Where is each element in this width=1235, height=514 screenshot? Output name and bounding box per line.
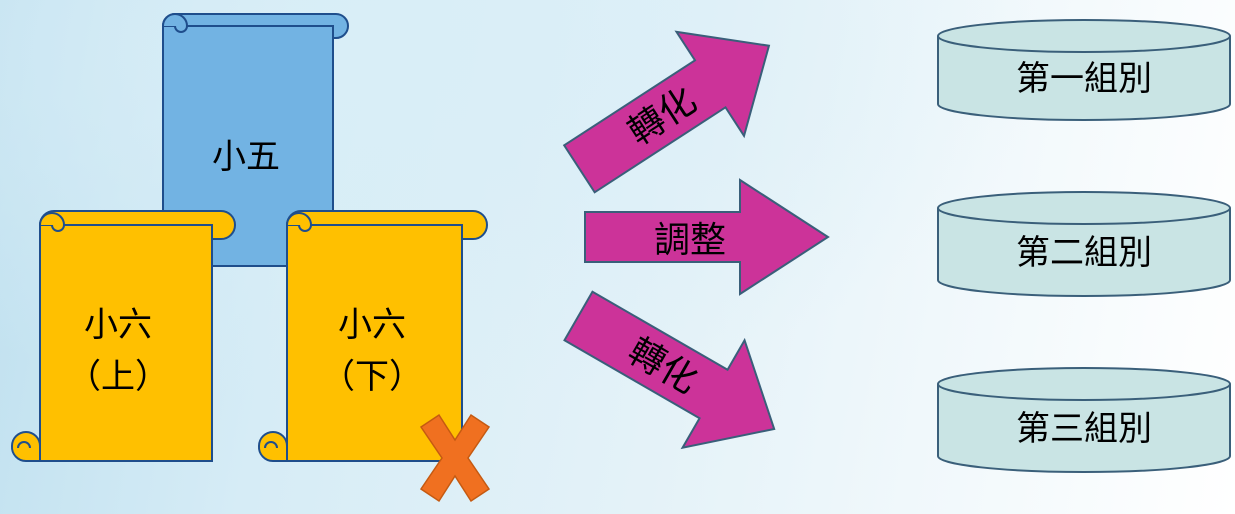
cross-mark-icon — [419, 413, 491, 503]
group-3-label: 第三組別 — [1016, 409, 1152, 449]
arrow-upper: 轉化 — [562, 30, 771, 194]
group-2-label: 第二組別 — [1016, 233, 1152, 273]
arrow-lower: 轉化 — [563, 290, 776, 450]
group-cylinder-3: 第三組別 — [937, 367, 1231, 473]
scroll-grade6-upper-label-line2: （上） — [67, 357, 169, 397]
scroll-grade6-lower-label-line2: （下） — [321, 357, 423, 397]
group-1-label: 第一組別 — [1016, 59, 1152, 99]
group-cylinder-1: 第一組別 — [937, 19, 1231, 121]
scroll-grade6-lower-label-line1: 小六 — [338, 305, 406, 345]
group-cylinder-2: 第二組別 — [937, 191, 1231, 297]
arrow-middle-label: 調整 — [654, 220, 726, 261]
scroll-grade6-upper-label-line1: 小六 — [84, 305, 152, 345]
arrow-middle: 調整 — [584, 178, 830, 296]
scroll-grade5-label: 小五 — [212, 137, 280, 177]
scroll-grade6-lower: 小六 （下） — [257, 210, 488, 463]
scroll-grade6-upper: 小六 （上） — [10, 210, 236, 463]
